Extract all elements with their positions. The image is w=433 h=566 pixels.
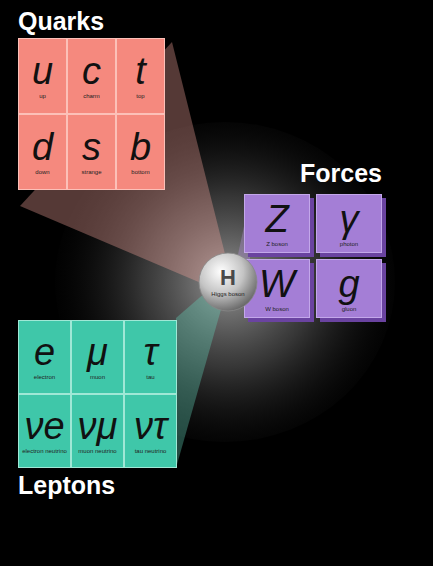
particle-box: μ muon	[71, 320, 124, 394]
particle-name: electron neutrino	[22, 448, 67, 455]
particle-box: g gluon	[316, 259, 382, 318]
particle-name: top	[136, 93, 144, 100]
particle-symbol: νe	[24, 407, 64, 445]
particle-symbol: e	[34, 333, 55, 371]
particle-group: Quarks u up c charm t top d down s strange b bottom	[10, 6, 165, 190]
particle-box: u up	[18, 38, 67, 114]
particle-box: c charm	[67, 38, 116, 114]
particle-box: γ photon	[316, 194, 382, 253]
particle-name: electron	[34, 374, 55, 381]
particle-name: Z boson	[266, 241, 288, 248]
particle-name: down	[35, 169, 49, 176]
particle-name: strange	[81, 169, 101, 176]
group-heading: Leptons	[18, 470, 115, 500]
particle-name: W boson	[265, 306, 289, 313]
particle-box: t top	[116, 38, 165, 114]
particle-symbol: μ	[87, 333, 108, 371]
particle-name: gluon	[342, 306, 357, 313]
particle-symbol: νμ	[78, 407, 118, 445]
particle-box: b bottom	[116, 114, 165, 190]
particle-name: muon	[90, 374, 105, 381]
particle-box: ντ tau neutrino	[124, 394, 177, 468]
particle-name: Higgs boson	[211, 291, 244, 298]
particle-group: ForcesZ Z boson γ photonW W boson g gluon	[244, 158, 382, 318]
particle-symbol: t	[135, 52, 146, 90]
particle-grid: Z Z boson γ photonW W boson g gluon	[244, 194, 382, 318]
particle-group: Leptons e electron μ muon τ tau νe electron neut…	[10, 318, 177, 500]
particle-symbol: d	[32, 128, 53, 166]
lepton-beam	[176, 292, 222, 468]
particle-name: photon	[340, 241, 358, 248]
particle-symbol: b	[130, 128, 151, 166]
particle-symbol: Z	[265, 200, 288, 238]
particle-symbol: u	[32, 52, 53, 90]
particle-symbol: W	[259, 265, 295, 303]
particle-box: τ tau	[124, 320, 177, 394]
particle-name: bottom	[131, 169, 149, 176]
particle-name: muon neutrino	[78, 448, 116, 455]
particle-grid: e electron μ muon τ tau νe electron neutrino νμ m…	[18, 320, 177, 468]
particle-box: νμ muon neutrino	[71, 394, 124, 468]
group-heading: Quarks	[18, 6, 104, 36]
particle-name: up	[39, 93, 46, 100]
higgs-sphere: H Higgs boson	[198, 252, 258, 312]
particle-name: charm	[83, 93, 100, 100]
particle-symbol: γ	[340, 200, 359, 238]
particle-symbol: c	[82, 52, 101, 90]
particle-box: s strange	[67, 114, 116, 190]
particle-box: e electron	[18, 320, 71, 394]
particle-symbol: g	[338, 265, 359, 303]
particle-symbol: H	[220, 267, 236, 289]
particle-box: d down	[18, 114, 67, 190]
particle-symbol: τ	[143, 333, 157, 371]
particle-name: tau	[146, 374, 154, 381]
particle-name: tau neutrino	[135, 448, 167, 455]
particle-box: νe electron neutrino	[18, 394, 71, 468]
particle-box: Z Z boson	[244, 194, 310, 253]
particle-symbol: s	[82, 128, 101, 166]
particle-grid: u up c charm t top d down s strange b bottom	[18, 38, 165, 190]
group-heading: Forces	[300, 158, 382, 188]
particle-symbol: ντ	[134, 407, 167, 445]
